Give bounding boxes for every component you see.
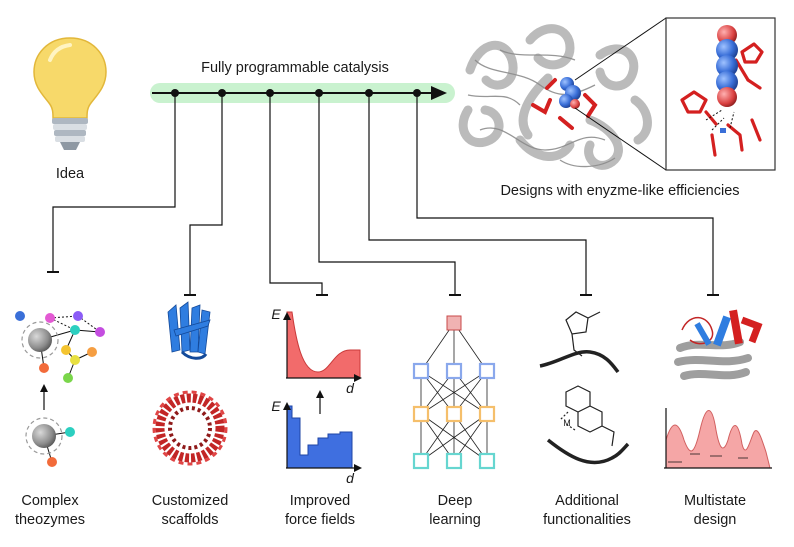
multistate-protein bbox=[674, 309, 763, 380]
connector-scaffolds bbox=[184, 93, 223, 296]
enzyme-structure bbox=[458, 17, 667, 171]
nn-node bbox=[446, 315, 462, 331]
energy-axis-label-bottom: E bbox=[271, 398, 281, 414]
nn-node bbox=[412, 405, 430, 423]
caption-improved-force-fields: Improved force fields bbox=[284, 493, 356, 528]
nn-edge bbox=[420, 413, 488, 462]
caption-additional-functionalities: Additional functionalities bbox=[543, 493, 631, 528]
nn-node bbox=[478, 405, 496, 423]
force-field-plot-blue bbox=[283, 402, 362, 472]
timeline-arrowhead bbox=[431, 86, 447, 100]
connector-deep-learning bbox=[318, 93, 461, 296]
nn-edge bbox=[420, 370, 488, 415]
caption-deep-learning: Deep learning bbox=[429, 493, 481, 528]
caption-complex-theozymes: Complex theozymes bbox=[14, 493, 86, 528]
timeline-title: Fully programmable catalysis bbox=[201, 60, 389, 76]
timeline bbox=[150, 83, 455, 103]
caption-multistate-design: Multistate design bbox=[683, 493, 747, 528]
connectors bbox=[47, 93, 719, 296]
lightbulb-icon bbox=[33, 37, 107, 150]
idea-label: Idea bbox=[55, 166, 85, 182]
multistate-energy-plot bbox=[664, 408, 772, 469]
imidazole-structure bbox=[539, 311, 620, 374]
nn-node bbox=[445, 452, 463, 470]
designs-caption: Designs with enyzme-like efficiencies bbox=[500, 183, 740, 199]
nn-node bbox=[478, 362, 496, 380]
bipyridine-structure bbox=[546, 385, 630, 465]
force-field-plot-red bbox=[283, 311, 362, 382]
connector-functionalities bbox=[368, 93, 592, 296]
caption-customized-scaffolds: Customized scaffolds bbox=[151, 493, 229, 528]
helical-repeat-scaffold bbox=[152, 390, 228, 466]
nn-node bbox=[445, 405, 463, 423]
ligand-spheres bbox=[559, 77, 581, 109]
active-site-inset bbox=[665, 17, 776, 171]
inset-ligand-spheres bbox=[716, 25, 738, 107]
metal-label: M bbox=[563, 418, 571, 428]
distance-axis-label-top: d bbox=[346, 380, 354, 396]
connector-force-fields bbox=[269, 93, 328, 296]
nn-node bbox=[445, 362, 463, 380]
beta-barrel-scaffold bbox=[167, 301, 211, 360]
theozyme-network bbox=[15, 311, 105, 467]
energy-axis-label-top: E bbox=[271, 306, 281, 322]
neural-network bbox=[412, 315, 496, 470]
nn-node bbox=[412, 452, 430, 470]
distance-axis-label-bottom: d bbox=[346, 470, 354, 486]
connector-multistate bbox=[416, 93, 719, 296]
nn-node bbox=[412, 362, 430, 380]
nn-node bbox=[478, 452, 496, 470]
connector-theozymes bbox=[47, 93, 176, 273]
